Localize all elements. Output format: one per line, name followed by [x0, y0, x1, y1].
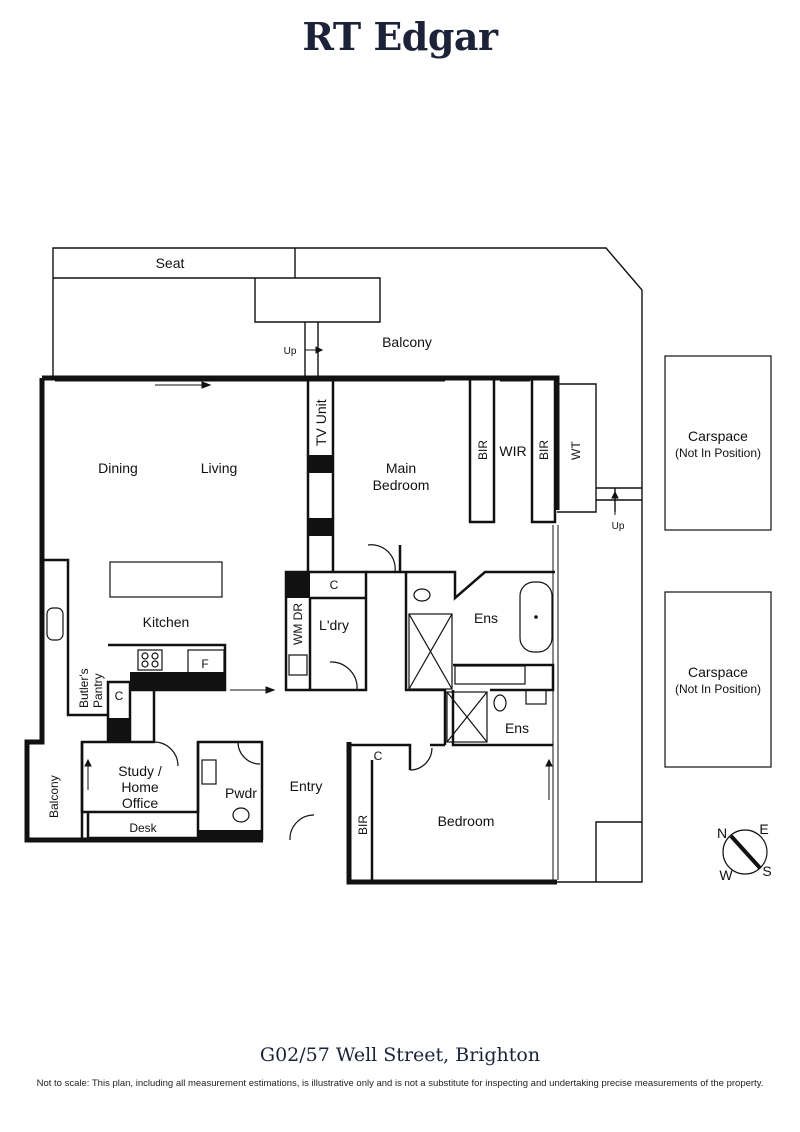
laundry-label: L'dry [319, 617, 349, 633]
toilet-main [413, 588, 431, 602]
disclaimer-text: Not to scale: This plan, including all m… [36, 1078, 764, 1089]
pwdr-basin [201, 759, 217, 785]
study-label-3: Office [122, 795, 159, 811]
ensuite-main-label: Ens [474, 610, 498, 626]
sink [46, 607, 64, 641]
powder-label: Pwdr [225, 785, 257, 801]
study-label-1: Study / [118, 763, 162, 779]
main-bedroom-label-2: Bedroom [373, 477, 430, 493]
cupboard-laundry-label: C [330, 578, 339, 592]
up-label: Up [284, 346, 297, 357]
laundry-sink [288, 654, 308, 676]
butlers-pantry-label-1: Butler's [77, 668, 91, 708]
kitchen-island [109, 561, 223, 598]
seat-outline [53, 248, 381, 323]
carspace-1-label: Carspace [688, 428, 748, 444]
fridge-label: F [201, 657, 208, 671]
compass-s: S [762, 863, 771, 879]
compass-w: W [719, 867, 733, 883]
wm-dr-label: WM DR [291, 603, 305, 645]
up-wt-label: Up [612, 521, 625, 532]
ensuite-second-label: Ens [505, 720, 529, 736]
bedroom-label: Bedroom [438, 813, 495, 829]
carspace-2-note: (Not In Position) [675, 682, 761, 696]
living-label: Living [201, 460, 238, 476]
cupboard-butler-label: C [115, 689, 124, 703]
property-address: G02/57 Well Street, Brighton [259, 1044, 541, 1066]
cooktop [137, 649, 163, 671]
bath [519, 581, 553, 653]
entry-label: Entry [290, 778, 323, 794]
carspace-2 [664, 591, 772, 768]
toilet-second [493, 694, 507, 712]
vanity-second [525, 689, 547, 705]
kitchen-label: Kitchen [143, 614, 190, 630]
bir-bedroom-label: BIR [356, 815, 370, 835]
wir-label: WIR [499, 443, 526, 459]
butlers-pantry-label-2: Pantry [91, 673, 105, 708]
wt-outline [557, 383, 597, 513]
exterior-wall [24, 378, 263, 843]
dining-label: Dining [98, 460, 138, 476]
wt-label: WT [569, 441, 583, 460]
seat-label: Seat [156, 255, 185, 271]
balcony-label: Balcony [382, 334, 432, 350]
balcony-outline [52, 247, 643, 883]
tv-unit-label: TV Unit [313, 399, 329, 446]
compass-rose [722, 829, 768, 875]
study-label-2: Home [121, 779, 159, 795]
bir-right-label: BIR [537, 440, 551, 460]
main-bedroom-label-1: Main [386, 460, 416, 476]
shower-main [408, 613, 453, 690]
carspace-1 [664, 355, 772, 531]
carspace-1-note: (Not In Position) [675, 446, 761, 460]
cupboard-bedroom-label: C [374, 749, 383, 763]
carspace-2-label: Carspace [688, 664, 748, 680]
desk-label: Desk [129, 821, 157, 835]
compass-n: N [717, 825, 727, 841]
shower-second [446, 691, 488, 743]
balcony-side-label: Balcony [47, 775, 61, 818]
fridge-box [187, 649, 225, 679]
compass-e: E [759, 821, 768, 837]
vanity-main [454, 665, 526, 685]
toilet-pwdr [232, 807, 250, 823]
brand-logo: RT Edgar [302, 14, 498, 59]
bir-left-label: BIR [476, 440, 490, 460]
